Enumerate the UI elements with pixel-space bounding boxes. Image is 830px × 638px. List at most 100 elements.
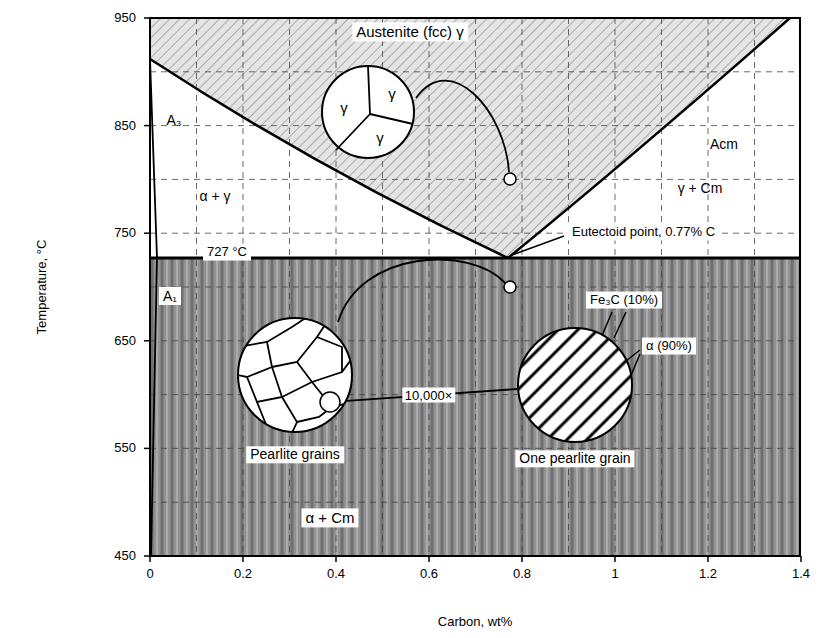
grid-line <box>150 340 800 341</box>
grid-line <box>289 18 290 556</box>
stroke-group <box>144 18 801 562</box>
axis-tick: 1 <box>611 567 618 582</box>
axis-title: Temperature, °C <box>35 240 50 335</box>
grid-line <box>150 125 800 126</box>
grain-boundary <box>237 342 272 377</box>
node-caption: One pearlite grain <box>515 450 634 467</box>
grid-line <box>150 287 800 288</box>
grid-line <box>144 555 150 557</box>
phase-line <box>150 59 508 258</box>
grain-boundary <box>317 337 342 372</box>
grid-line <box>521 556 523 562</box>
temperature-note: 727 °C <box>203 244 251 261</box>
line-name: Acm <box>710 136 738 152</box>
grid-line <box>150 179 800 180</box>
marker-dot <box>504 173 516 185</box>
grid-line <box>707 556 709 562</box>
region-fill <box>150 18 800 556</box>
phase-symbol: γ <box>388 86 396 103</box>
phase-line <box>150 18 790 258</box>
grid-line <box>150 502 800 503</box>
grain-boundary <box>282 382 312 397</box>
axis-tick: 650 <box>114 333 136 348</box>
grid-line <box>614 556 616 562</box>
grain-boundary <box>282 397 297 433</box>
phase-line <box>338 260 505 322</box>
austenite-grains <box>320 64 416 160</box>
grid-line <box>512 236 564 255</box>
pearlite-grains-circle: Pearlite grains <box>237 317 353 467</box>
grain-boundary <box>297 357 353 382</box>
phase-symbol: γ <box>376 130 384 147</box>
grain-boundary <box>247 367 282 402</box>
grid-line <box>144 232 150 234</box>
grain-boundary <box>272 322 327 367</box>
axis-tick: 850 <box>114 118 136 133</box>
phase-symbol: γ <box>340 100 348 117</box>
axis-tick: 750 <box>114 226 136 241</box>
grid-line <box>242 556 244 562</box>
magnification-label: 10,000× <box>402 388 455 403</box>
region-name: α + Cm <box>301 508 358 527</box>
grid-line <box>144 448 150 450</box>
grain-circle <box>322 66 414 158</box>
region-name: α + γ <box>199 188 230 204</box>
grid-line <box>196 18 197 556</box>
grid-line <box>144 17 150 19</box>
grid-line <box>144 125 150 127</box>
axis-tick: 0.2 <box>234 567 252 582</box>
axis-tick: 0.4 <box>327 567 345 582</box>
region-name: γ + Cm <box>678 180 723 196</box>
phase-name: Austenite (fcc) γ <box>352 22 468 41</box>
axis-title: Carbon, wt% <box>438 615 512 630</box>
stroke-group <box>150 18 800 556</box>
grid-line <box>429 18 430 556</box>
axis-tick: 0 <box>146 567 153 582</box>
phase-line <box>150 59 157 556</box>
grid-line <box>661 18 662 556</box>
grid-line <box>615 18 616 556</box>
point-note: Eutectoid point, 0.77% C <box>568 224 719 241</box>
grid-line <box>243 18 244 556</box>
phase-fraction: Fe₃C (10%) <box>586 292 662 309</box>
axis-tick: 950 <box>114 11 136 26</box>
grid-line <box>428 556 430 562</box>
grid-line <box>522 18 523 556</box>
grid-line <box>335 556 337 562</box>
grid-line <box>144 340 150 342</box>
grid-line <box>800 556 802 562</box>
grid-line <box>754 18 755 556</box>
axis-tick: 450 <box>114 549 136 564</box>
grain-boundary <box>336 66 413 150</box>
pearlite-grains <box>237 317 353 433</box>
grain-circle <box>238 318 352 432</box>
austenite-circle: γ γ γ <box>320 64 416 160</box>
grid-line <box>708 18 709 556</box>
grid-line <box>149 556 151 562</box>
axis-tick: 0.8 <box>513 567 531 582</box>
phase-fraction: α (90%) <box>642 338 696 355</box>
grain-circle <box>518 328 632 442</box>
node-caption: Pearlite grains <box>246 446 344 463</box>
detail-circle <box>320 392 340 412</box>
grid-line <box>614 312 626 338</box>
axis-tick: 0.6 <box>420 567 438 582</box>
pearlite-lamellae <box>517 327 633 443</box>
grid-line <box>150 71 800 72</box>
marker-dot <box>504 281 516 293</box>
grid-line <box>475 18 476 556</box>
phase-line <box>508 18 790 258</box>
axis-tick: 550 <box>114 441 136 456</box>
axis-tick: 1.2 <box>699 567 717 582</box>
region-fill <box>150 258 800 556</box>
phase-line <box>416 81 509 172</box>
region-fill <box>150 18 800 556</box>
axis-tick: 1.4 <box>792 567 810 582</box>
line-name: A₃ <box>166 112 181 128</box>
line-name: A₁ <box>159 287 181 305</box>
grid-line <box>568 18 569 556</box>
pearlite-grain-circle: One pearlite grain <box>517 327 633 477</box>
